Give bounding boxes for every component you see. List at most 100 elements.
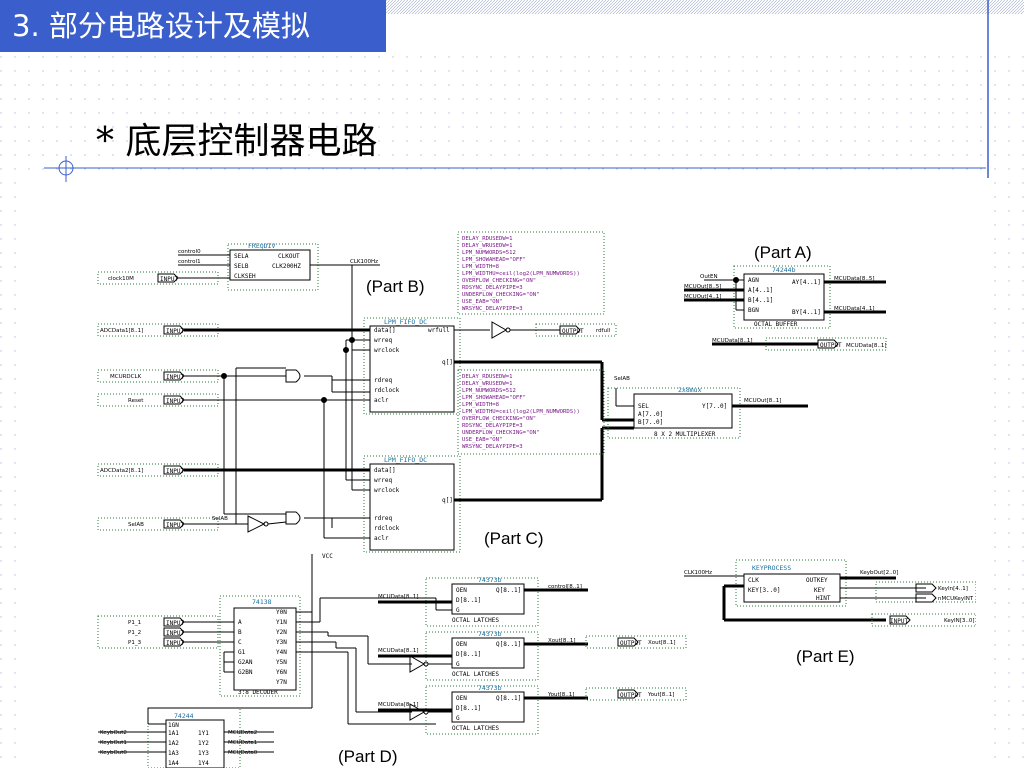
signal-label: MCUOut[4..1] xyxy=(684,294,721,300)
signal-label: SelAB xyxy=(614,376,630,382)
freqdiv-port: SELA xyxy=(234,253,249,260)
slide-subtitle: * 底层控制器电路 xyxy=(96,121,378,162)
input-tag: INPUT xyxy=(166,640,184,647)
mux-port: B[7..0] xyxy=(638,419,663,426)
latch1-footer: OCTAL LATCHES xyxy=(452,617,499,624)
decoder-port: Y6N xyxy=(276,669,287,676)
fifo2-port: wrreq xyxy=(374,477,392,484)
latch1-block xyxy=(425,577,539,627)
signal-label: P1_2 xyxy=(128,630,141,636)
param-line: WRSYNC_DELAYPIPE=3 xyxy=(462,306,523,312)
input-tag: INPUT xyxy=(166,398,184,405)
latch3-footer: OCTAL LATCHES xyxy=(452,725,499,732)
signal-label: OutEN xyxy=(700,274,718,280)
signal-label: CLK100Hz xyxy=(684,570,712,576)
latch3-port: D[8..1] xyxy=(456,705,481,712)
param-line: OVERFLOW_CHECKING="ON" xyxy=(462,278,536,284)
mux-footer: 8 X 2 MULTIPLEXER xyxy=(654,431,716,438)
signal-label: control1 xyxy=(178,259,201,265)
vcc-tag: VCC xyxy=(322,553,333,560)
decoder-port: A xyxy=(238,619,242,626)
param-line: USE_EAB="ON" xyxy=(462,299,502,305)
latch2-block xyxy=(425,631,539,681)
buf74244b-port: AY[4..1] xyxy=(792,279,821,286)
signal-label: MCUData0 xyxy=(228,750,258,756)
keyprocess-port: HINT xyxy=(816,595,831,602)
signal-label: MCUData[8..1] xyxy=(378,594,419,600)
param-line: DELAY_RDUSEDW=1 xyxy=(462,236,513,242)
signal-label: control0 xyxy=(178,249,201,255)
param-line: LPM_WIDTH=8 xyxy=(462,402,500,408)
decoder-port: Y5N xyxy=(276,659,287,666)
buf74244-port: 1Y1 xyxy=(198,730,209,737)
param-line: LPM_SHOWAHEAD="OFF" xyxy=(462,257,526,263)
signal-label: Xout[8..1] xyxy=(648,640,676,646)
fifo1-port: data[] xyxy=(374,327,396,334)
mux-title: 2x8mux xyxy=(678,386,702,394)
signal-label: Yout[8..1] xyxy=(647,692,674,698)
signal-label: P1_3 xyxy=(128,640,142,646)
fifo1-port: q[] xyxy=(442,359,453,366)
fifo2-port: data[] xyxy=(374,467,396,474)
mux-port: A[7..0] xyxy=(638,411,663,418)
latch3-port: OEN xyxy=(456,695,467,702)
decoder-port: Y7N xyxy=(276,679,287,686)
part-e-label: (Part E) xyxy=(796,647,855,666)
signal-label: MCUData[8..5] xyxy=(834,276,875,282)
decoder-port: G2BN xyxy=(238,669,253,676)
param-line: UNDERFLOW_CHECKING="ON" xyxy=(462,430,539,436)
part-c-label: (Part C) xyxy=(484,529,544,548)
buf74244-title: 74244 xyxy=(174,712,194,720)
buf74244b-port: AGN xyxy=(748,277,759,284)
signal-label: SelAB xyxy=(128,522,144,528)
mux-block xyxy=(607,387,741,439)
signal-label: MCUOut[8..1] xyxy=(744,398,781,404)
param-line: DELAY_WRUSEDW=1 xyxy=(462,381,513,387)
latch2-footer: OCTAL LATCHES xyxy=(452,671,499,678)
param-line: WRSYNC_DELAYPIPE=3 xyxy=(462,444,523,450)
buf74244-port: 1Y4 xyxy=(198,760,209,767)
buf74244-port: 1Y2 xyxy=(198,740,209,747)
param-line: LPM_WIDTHU=ceil(log2(LPM_NUMWORDS)) xyxy=(462,409,580,415)
decoder-port: C xyxy=(238,639,242,646)
signal-label: MCUData[8..1] xyxy=(712,338,753,344)
mux-port: Y[7..0] xyxy=(702,403,727,410)
freqdiv-port: CLKOUT xyxy=(278,253,300,260)
latch1-port: OEN xyxy=(456,587,467,594)
fifo2-port: wrclock xyxy=(374,487,400,494)
signal-label: ADCData2[8..1] xyxy=(100,468,143,474)
output-tag: OUTPUT xyxy=(620,640,642,647)
slide-title: 3. 部分电路设计及模拟 xyxy=(0,0,386,52)
latch2-port: OEN xyxy=(456,641,467,648)
latch3-block xyxy=(425,685,539,735)
keyprocess-title: KEYPROCESS xyxy=(752,564,791,572)
part-d-label: (Part D) xyxy=(338,747,398,766)
signal-label: MCURDCLK xyxy=(110,374,142,380)
output-tag: OUTPUT xyxy=(562,328,584,335)
input-tag: INPUT xyxy=(166,630,184,637)
decoder-port: Y3N xyxy=(276,639,287,646)
fifo2-port: aclr xyxy=(374,535,389,542)
param-line: LPM_WIDTHU=ceil(log2(LPM_NUMWORDS)) xyxy=(462,271,580,277)
param-line: LPM_NUMWORDS=512 xyxy=(462,388,516,394)
fifo1-port: rdreq xyxy=(374,377,392,384)
buf74244b-port: B[4..1] xyxy=(748,297,773,304)
input-tag: INPUT xyxy=(166,468,184,475)
fifo2-title: LPM_FIFO_DC xyxy=(384,456,427,464)
keyprocess-block xyxy=(735,559,847,607)
signal-label: KeybOut1 xyxy=(100,740,127,746)
param-line: OVERFLOW_CHECKING="ON" xyxy=(462,416,536,422)
fifo1-port: wrreq xyxy=(374,337,392,344)
freqdiv-title: FREQDIV xyxy=(248,242,275,250)
signal-label: CLK100Hz xyxy=(350,259,378,265)
latch2-port: Q[8..1] xyxy=(496,641,521,648)
fifo1-port: rdclock xyxy=(374,387,400,394)
signal-label: MCUData2 xyxy=(228,730,257,736)
input-tag: INPUT xyxy=(166,374,184,381)
buf74244b-port: A[4..1] xyxy=(748,287,773,294)
fifo1-block xyxy=(363,317,461,415)
fifo1-params: DELAY_RDUSEDW=1DELAY_WRUSEDW=1LPM_NUMWOR… xyxy=(462,236,580,312)
latch3-title: 74373b xyxy=(478,684,502,692)
keyprocess-port: OUTKEY xyxy=(806,577,828,584)
input-tag: INPUT xyxy=(166,620,184,627)
